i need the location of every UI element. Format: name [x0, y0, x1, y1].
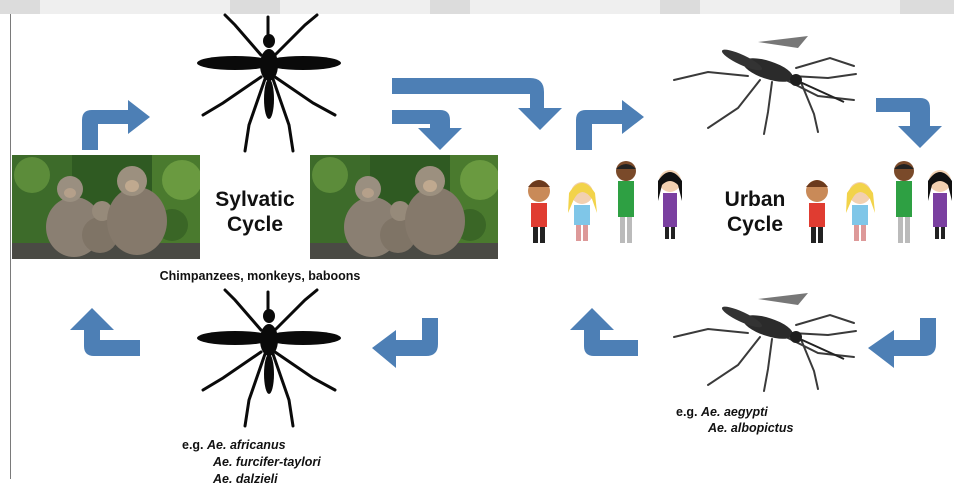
sylvatic-species-line3: Ae. dalzieli — [213, 472, 278, 486]
arrow-right-down — [392, 110, 462, 150]
arrow-down-left — [868, 318, 936, 368]
header-strip-highlight — [280, 0, 430, 14]
species-name: Ae. dalzieli — [213, 472, 278, 486]
urban-cycle-title: Urban Cycle — [700, 187, 810, 237]
sylvatic-title-line2: Cycle — [200, 212, 310, 237]
species-name: Ae. furcifer-taylori — [213, 455, 321, 469]
arrow-up-hook — [570, 308, 638, 356]
species-prefix: e.g. — [676, 405, 698, 419]
urban-title-line2: Cycle — [700, 212, 810, 237]
arrow-down-left — [372, 318, 438, 368]
species-prefix: e.g. — [182, 438, 204, 452]
child-figure — [658, 170, 682, 239]
children-group-right — [800, 163, 954, 248]
urban-title-line1: Urban — [700, 187, 810, 212]
sylvatic-title-line1: Sylvatic — [200, 187, 310, 212]
header-strip-highlight — [40, 0, 230, 14]
sylvatic-cycle-title: Sylvatic Cycle — [200, 187, 310, 237]
child-figure — [528, 180, 550, 243]
urban-species-line1: e.g. Ae. aegypti — [676, 405, 768, 419]
arrow-up-right — [576, 100, 644, 150]
arrow-up-hook — [70, 308, 140, 356]
mosquito-photo-icon — [668, 285, 858, 397]
arrow-up-right — [82, 100, 150, 150]
child-figure — [928, 170, 952, 239]
mosquito-silhouette-icon — [195, 290, 345, 430]
child-figure — [568, 182, 597, 241]
sylvatic-species-line2: Ae. furcifer-taylori — [213, 455, 321, 469]
mosquito-silhouette-icon — [195, 15, 345, 155]
monkey-group-photo-left — [12, 155, 200, 259]
species-name: Ae. albopictus — [708, 421, 793, 435]
child-figure — [616, 161, 636, 243]
header-strip-highlight — [470, 0, 660, 14]
header-strip-highlight — [700, 0, 900, 14]
children-group-left — [522, 163, 687, 248]
host-caption: Chimpanzees, monkeys, baboons — [110, 269, 410, 283]
sylvatic-species-line1: e.g. Ae. africanus — [182, 438, 286, 452]
species-name: Ae. africanus — [207, 438, 286, 452]
monkey-group-photo-right — [310, 155, 498, 259]
arrow-right-down — [876, 98, 942, 148]
child-figure — [806, 180, 828, 243]
species-name: Ae. aegypti — [701, 405, 768, 419]
child-figure — [894, 161, 914, 243]
arrow-right-down-long — [392, 78, 562, 130]
mosquito-photo-icon — [668, 28, 858, 140]
urban-species-line2: Ae. albopictus — [708, 421, 793, 435]
child-figure — [846, 182, 875, 241]
left-border — [10, 14, 11, 479]
